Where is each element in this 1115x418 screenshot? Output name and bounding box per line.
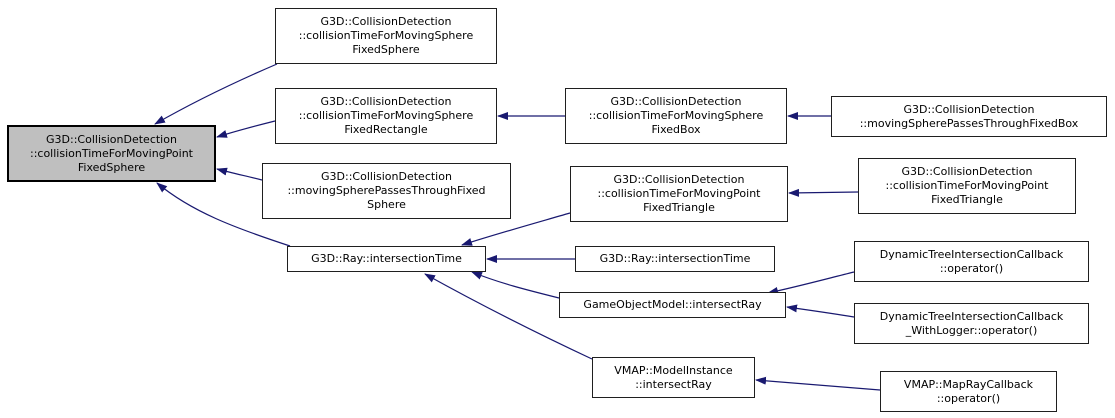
graph-node-label-line: Sphere [367,198,406,211]
graph-node-label-line: ::collisionTimeForMovingPoint [597,187,761,200]
graph-node-label-line: FixedSphere [77,160,146,174]
graph-node-label-line: ::collisionTimeForMovingPoint [29,146,193,160]
graph-node-collision-time-moving-sphere-fixed-rectangle[interactable]: G3D::CollisionDetection::collisionTimeFo… [275,88,497,144]
graph-node-label-line: ::intersectRay [635,377,712,391]
graph-node-label-line: G3D::CollisionDetection [903,102,1035,116]
graph-node-ray-intersection-time-2[interactable]: G3D::Ray::intersectionTime [575,246,775,272]
edge-dynamic-tree-intersection-callback-with-logger-operator-to-game-object-model-intersect-ray [786,304,855,318]
graph-node-label-line: G3D::CollisionDetection [613,173,745,186]
edge-collision-time-moving-point-fixed-triangle-2-to-collision-time-moving-point-fixed-triangle [788,188,859,197]
graph-node-collision-time-moving-sphere-fixed-sphere[interactable]: G3D::CollisionDetection::collisionTimeFo… [275,8,497,64]
graph-node-label-line: ::operator() [939,261,1004,275]
graph-node-label-line: G3D::Ray::intersectionTime [599,252,751,265]
graph-node-label-line: FixedTriangle [643,201,715,214]
graph-node-vmap-map-ray-callback-operator[interactable]: VMAP::MapRayCallback::operator() [880,371,1057,412]
graph-node-label-line: DynamicTreeIntersectionCallback [879,309,1064,323]
graph-node-dynamic-tree-intersection-callback-with-logger-operator[interactable]: DynamicTreeIntersectionCallback_WithLogg… [854,303,1089,344]
graph-node-label-line: FixedBox [651,123,701,136]
graph-node-label-line: FixedSphere [352,43,420,56]
graph-node-label-line: VMAP::ModelInstance [614,363,733,377]
graph-node-collision-time-moving-point-fixed-triangle-2[interactable]: G3D::CollisionDetection::collisionTimeFo… [858,158,1076,214]
edge-vmap-model-instance-intersect-ray-to-ray-intersection-time [424,273,593,360]
graph-node-label-line: G3D::Ray::intersectionTime [311,252,462,265]
graph-node-label-line: FixedRectangle [344,123,428,136]
edge-collision-time-moving-sphere-fixed-rectangle-to-collision-time-moving-point-fixed-sphere [216,120,276,138]
edge-game-object-model-intersect-ray-to-ray-intersection-time [471,271,560,299]
graph-node-label-line: ::collisionTimeForMovingSphere [298,109,474,122]
edge-collision-time-moving-sphere-fixed-sphere-to-collision-time-moving-point-fixed-sphere [154,63,278,125]
graph-node-collision-time-moving-sphere-fixed-box[interactable]: G3D::CollisionDetection::collisionTimeFo… [565,88,787,144]
edge-moving-sphere-passes-through-fixed-sphere-to-collision-time-moving-point-fixed-sphere [216,167,263,181]
graph-node-ray-intersection-time[interactable]: G3D::Ray::intersectionTime [287,246,486,272]
graph-node-label-line: GameObjectModel::intersectRay [583,298,762,311]
graph-node-label-line: VMAP::MapRayCallback [903,377,1034,391]
graph-node-collision-time-moving-point-fixed-triangle[interactable]: G3D::CollisionDetection::collisionTimeFo… [570,166,788,222]
graph-node-label-line: ::movingSpherePassesThroughFixedBox [859,116,1079,130]
graph-node-moving-sphere-passes-through-fixed-box[interactable]: G3D::CollisionDetection::movingSpherePas… [831,96,1107,137]
graph-node-label-line: DynamicTreeIntersectionCallback [879,247,1064,261]
graph-node-label-line: G3D::CollisionDetection [901,165,1033,178]
graph-node-label-line: ::movingSpherePassesThroughFixed [287,184,486,197]
graph-node-label-line: ::collisionTimeForMovingSphere [298,29,474,42]
graph-node-game-object-model-intersect-ray[interactable]: GameObjectModel::intersectRay [559,292,786,318]
edge-ray-intersection-time-to-collision-time-moving-point-fixed-sphere [156,182,291,247]
graph-node-collision-time-moving-point-fixed-sphere[interactable]: G3D::CollisionDetection::collisionTimeFo… [7,125,216,182]
graph-node-dynamic-tree-intersection-callback-operator[interactable]: DynamicTreeIntersectionCallback::operato… [854,241,1089,282]
graph-node-label-line: G3D::CollisionDetection [46,132,177,146]
graph-node-label-line: ::operator() [936,391,1001,405]
edge-collision-time-moving-point-fixed-triangle-to-ray-intersection-time [461,212,571,246]
graph-node-moving-sphere-passes-through-fixed-sphere[interactable]: G3D::CollisionDetection::movingSpherePas… [262,163,511,219]
edge-vmap-map-ray-callback-operator-to-vmap-model-instance-intersect-ray [755,376,881,391]
graph-node-label-line: G3D::CollisionDetection [320,95,452,108]
graph-node-label-line: _WithLogger::operator() [905,323,1038,337]
graph-node-label-line: ::collisionTimeForMovingSphere [588,109,764,122]
edge-dynamic-tree-intersection-callback-operator-to-game-object-model-intersect-ray [767,271,855,295]
graph-node-label-line: G3D::CollisionDetection [321,170,452,183]
graph-node-vmap-model-instance-intersect-ray[interactable]: VMAP::ModelInstance::intersectRay [592,357,755,398]
graph-node-label-line: ::collisionTimeForMovingPoint [885,179,1049,192]
graph-node-label-line: G3D::CollisionDetection [610,95,742,108]
graph-node-label-line: G3D::CollisionDetection [320,15,452,28]
graph-node-label-line: FixedTriangle [931,193,1003,206]
